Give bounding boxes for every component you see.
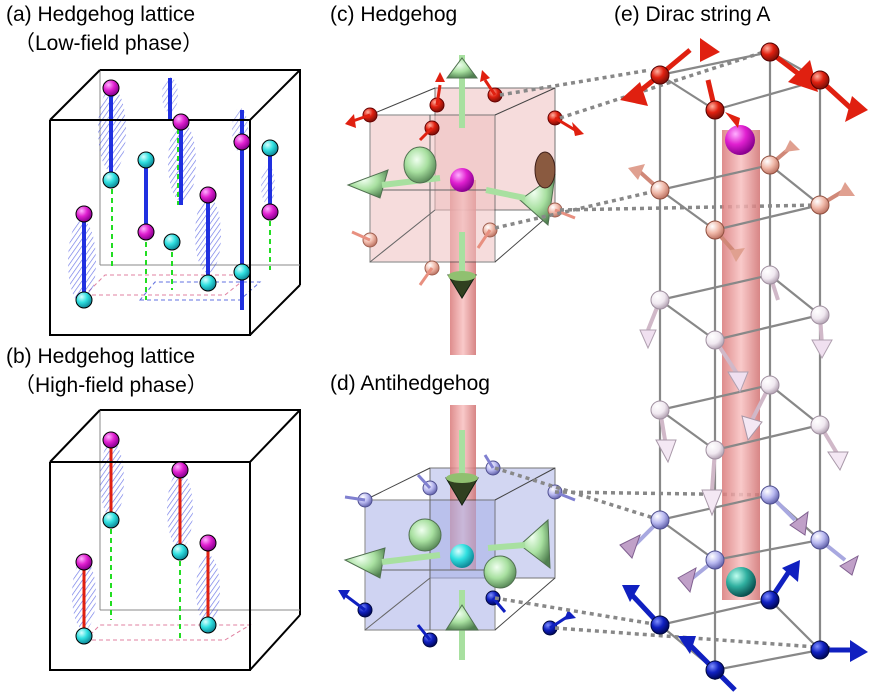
hedgehog-sphere — [171, 461, 189, 479]
hedgehog-sphere — [75, 205, 93, 223]
dirac-tube — [722, 130, 760, 600]
spin-sphere — [810, 530, 830, 550]
spin-sphere — [705, 330, 725, 350]
hedgehog-sphere — [233, 133, 251, 151]
antihedgehog-sphere — [102, 171, 120, 189]
antihedgehog-sphere — [102, 511, 120, 529]
panel-a-lattice — [49, 69, 301, 336]
spin-sphere — [810, 195, 830, 215]
spin-sphere — [705, 100, 725, 120]
spin-sphere — [760, 590, 780, 610]
spin-sphere — [650, 615, 670, 635]
spin-sphere — [650, 290, 670, 310]
hedgehog-sphere — [102, 79, 120, 97]
antihedgehog-sphere — [163, 233, 181, 251]
antihedgehog-sphere — [233, 263, 251, 281]
panel-c-hedgehog — [345, 55, 584, 355]
spin-sphere — [650, 400, 670, 420]
spin-sphere — [650, 180, 670, 200]
antihedgehog-sphere — [75, 627, 93, 645]
spin-sphere — [650, 510, 670, 530]
spin-sphere — [650, 65, 670, 85]
panel-d-title: (d) Antihedgehog — [330, 372, 490, 395]
spin-sphere — [705, 660, 725, 680]
spin-sphere — [810, 305, 830, 325]
spin-sphere — [760, 155, 780, 175]
panel-e-title: (e) Dirac string A — [614, 3, 771, 26]
spin-sphere — [810, 415, 830, 435]
spin-sphere — [760, 42, 780, 62]
spin-sphere — [705, 550, 725, 570]
panel-c-title: (c) Hedgehog — [330, 3, 458, 26]
panel-e-dirac-string — [494, 38, 868, 692]
emergent-field-arrows — [343, 430, 551, 660]
antihedgehog-sphere — [171, 543, 189, 561]
panel-d-antihedgehog — [338, 405, 576, 660]
spin-sphere — [810, 70, 830, 90]
hedgehog-sphere — [75, 553, 93, 571]
emergent-field-arrows — [346, 55, 556, 299]
spin-sphere — [705, 440, 725, 460]
hedgehog-sphere — [172, 113, 190, 131]
antihedgehog-sphere — [261, 139, 279, 157]
antihedgehog-monopole — [726, 567, 756, 597]
spin-sphere — [760, 375, 780, 395]
panel-a-subtitle: （Low-field phase） — [14, 32, 204, 55]
antihedgehog-monopole — [450, 544, 474, 568]
panel-a-title: (a) Hedgehog lattice — [6, 3, 196, 26]
spin-sphere — [810, 640, 830, 660]
antihedgehog-sphere — [199, 616, 217, 634]
hedgehog-sphere — [199, 186, 217, 204]
hedgehog-sphere — [137, 223, 155, 241]
spin-sphere — [760, 485, 780, 505]
antihedgehog-sphere — [75, 291, 93, 309]
antihedgehog-sphere — [199, 274, 217, 292]
panel-b-subtitle: （High-field phase） — [14, 374, 208, 397]
hedgehog-sphere — [261, 203, 279, 221]
hedgehog-sphere — [199, 534, 217, 552]
spin-sphere — [705, 220, 725, 240]
panel-b-lattice — [49, 409, 301, 671]
hedgehog-monopole — [450, 168, 474, 192]
antihedgehog-sphere — [137, 151, 155, 169]
panel-b-title: (b) Hedgehog lattice — [6, 345, 196, 368]
spin-sphere — [760, 265, 780, 285]
hedgehog-sphere — [102, 431, 120, 449]
hedgehog-monopole — [725, 125, 755, 155]
